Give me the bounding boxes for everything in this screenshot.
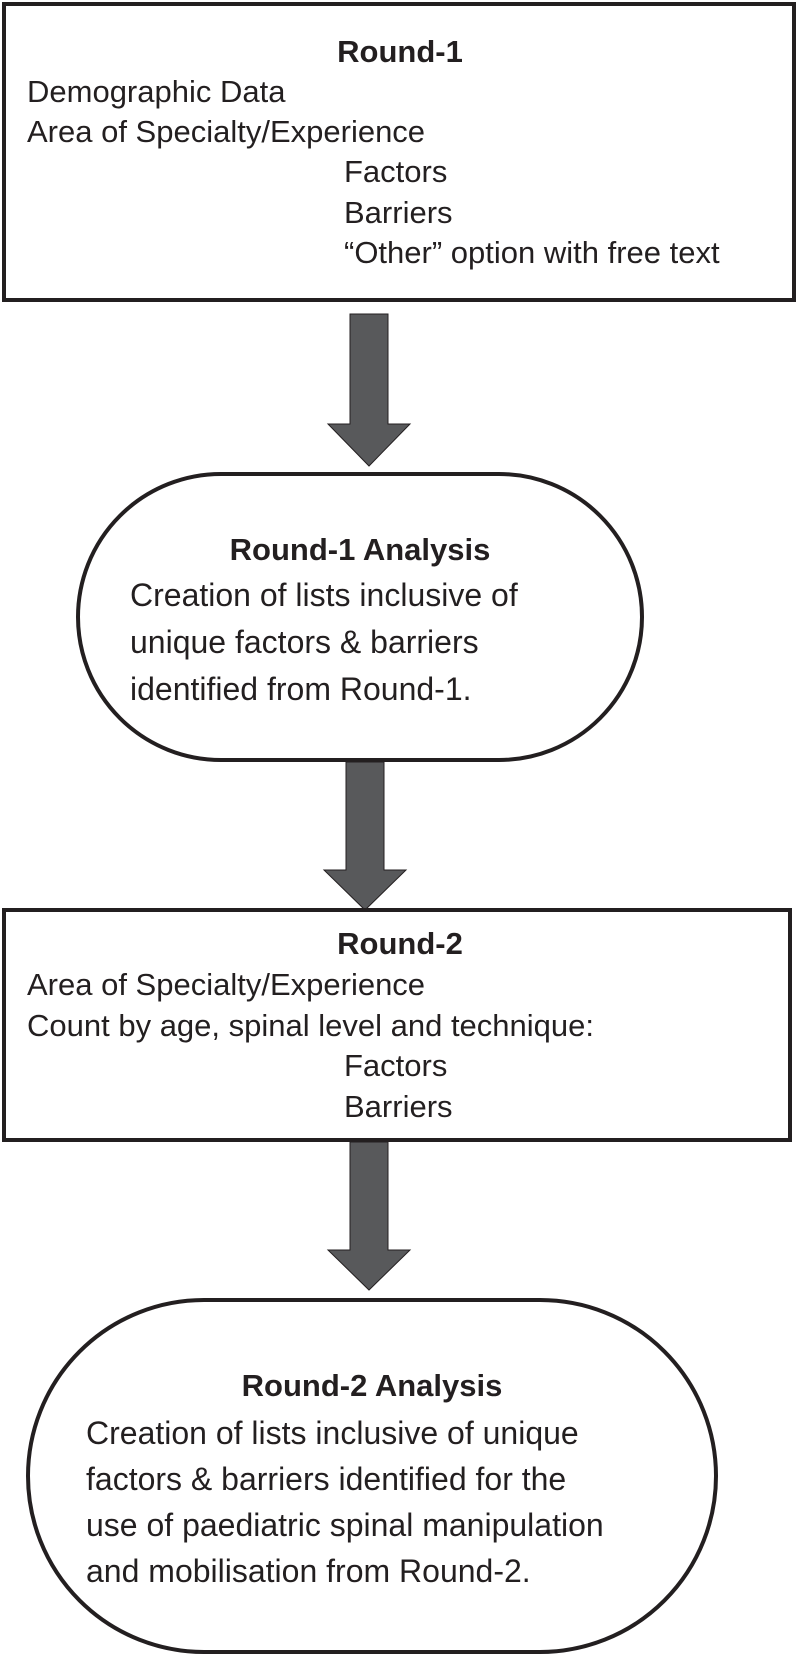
- round-2-analysis-line-3: use of paediatric spinal manipulation: [86, 1507, 604, 1543]
- round-1-item-specialty: Area of Specialty/Experience: [27, 114, 426, 149]
- round-1-item-barriers: Barriers: [344, 195, 453, 230]
- round-1-analysis-line-2: unique factors & barriers: [130, 624, 479, 660]
- round-1-title: Round-1: [337, 34, 463, 69]
- round-2-analysis-box: [26, 1298, 718, 1654]
- round-2-analysis-title: Round-2 Analysis: [241, 1368, 503, 1403]
- round-2-item-count: Count by age, spinal level and technique…: [27, 1008, 595, 1043]
- down-arrow-2: [322, 761, 408, 911]
- round-2-analysis-line-1: Creation of lists inclusive of unique: [86, 1415, 579, 1451]
- round-1-analysis-line-1: Creation of lists inclusive of: [130, 577, 518, 613]
- round-1-item-other: “Other” option with free text: [344, 235, 720, 270]
- round-1-item-demographic: Demographic Data: [27, 74, 286, 109]
- round-2-box: [2, 908, 792, 1142]
- round-1-analysis-title: Round-1 Analysis: [229, 532, 491, 567]
- round-1-analysis-line-3: identified from Round-1.: [130, 671, 472, 707]
- round-2-item-factors: Factors: [344, 1048, 448, 1083]
- round-1-item-factors: Factors: [344, 154, 448, 189]
- round-2-title: Round-2: [337, 926, 463, 961]
- round-1-analysis-box: [76, 472, 644, 762]
- down-arrow-1: [326, 313, 412, 467]
- round-2-item-specialty: Area of Specialty/Experience: [27, 967, 426, 1002]
- round-1-box: [2, 2, 796, 302]
- round-2-analysis-line-4: and mobilisation from Round-2.: [86, 1553, 531, 1589]
- round-2-item-barriers: Barriers: [344, 1089, 453, 1124]
- round-2-analysis-line-2: factors & barriers identified for the: [86, 1461, 567, 1497]
- down-arrow-3: [326, 1141, 412, 1291]
